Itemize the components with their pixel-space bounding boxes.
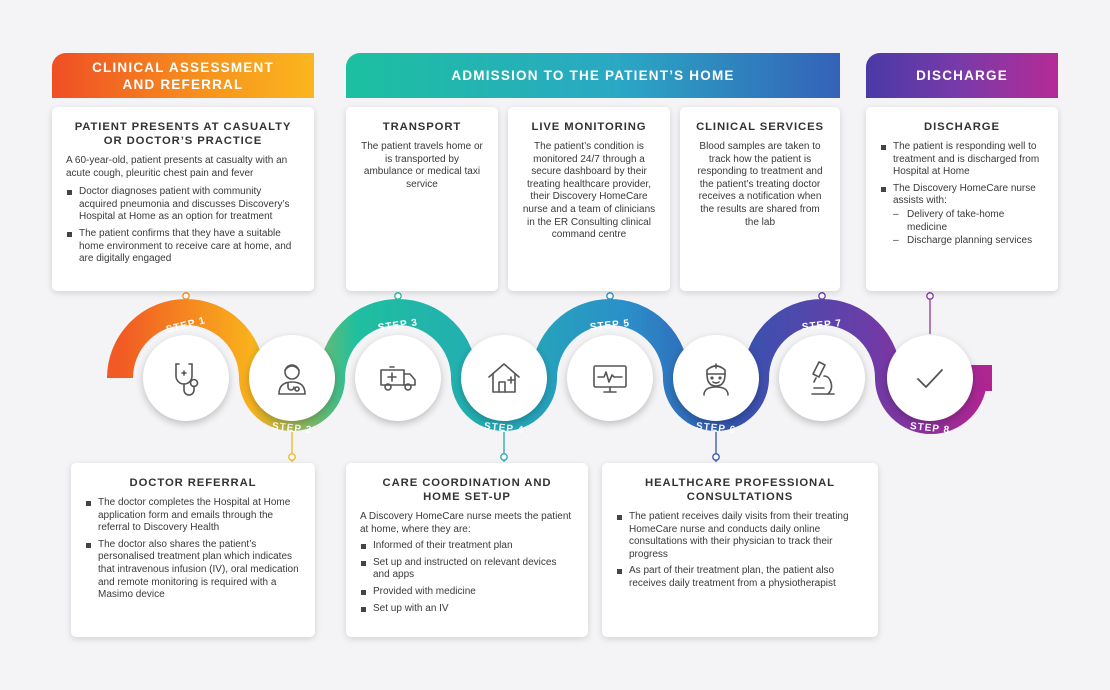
- connector-dot-4: [500, 453, 508, 461]
- card-title: CARE COORDINATION AND HOME SET-UP: [382, 477, 552, 503]
- card-discharge: DISCHARGE The patient is responding well…: [866, 107, 1058, 291]
- sub-list-item: Delivery of take-home medicine: [893, 209, 1044, 234]
- card-title: DOCTOR REFERRAL: [129, 477, 257, 489]
- card-transport: TRANSPORT The patient travels home or is…: [346, 107, 498, 291]
- card-clinical-services: CLINICAL SERVICES Blood samples are take…: [680, 107, 840, 291]
- card-body: The patient’s condition is monitored 24/…: [522, 141, 656, 241]
- card-title: PATIENT PRESENTS AT CASUALTY OR DOCTOR’S…: [74, 121, 292, 147]
- list-item: The doctor completes the Hospital at Hom…: [85, 497, 301, 535]
- microscope-icon: [811, 361, 835, 395]
- connector-dot-1: [182, 292, 190, 300]
- list-item: The doctor also shares the patient’s per…: [85, 539, 301, 602]
- card-body: The patient travels home or is transport…: [361, 141, 483, 190]
- step-8-circle: [887, 335, 973, 421]
- list-item: Set up with an IV: [360, 603, 574, 616]
- step-4-circle: [461, 335, 547, 421]
- list-item: The patient is responding well to treatm…: [880, 141, 1044, 179]
- connector-dot-6: [712, 453, 720, 461]
- connector-dot-3: [394, 292, 402, 300]
- card-healthcare-consultations: HEALTHCARE PROFESSIONAL CONSULTATIONS Th…: [602, 463, 878, 637]
- list-item: Informed of their treatment plan: [360, 540, 574, 553]
- step-6-circle: [673, 335, 759, 421]
- banner-clinical-assessment: CLINICAL ASSESSMENT AND REFERRAL: [52, 53, 314, 98]
- banner-admission: ADMISSION TO THE PATIENT’S HOME: [346, 53, 840, 98]
- list-item: Provided with medicine: [360, 586, 574, 599]
- monitor-icon: [593, 365, 627, 393]
- sub-list-item: Discharge planning services: [893, 235, 1044, 248]
- connector-dot-5: [606, 292, 614, 300]
- ambulance-icon: [380, 366, 416, 391]
- doctor-icon: [278, 364, 306, 395]
- step-7-circle: [779, 335, 865, 421]
- card-title: TRANSPORT: [382, 121, 462, 133]
- stethoscope-icon: [175, 363, 199, 396]
- step-3-circle: [355, 335, 441, 421]
- card-body: Blood samples are taken to track how the…: [697, 141, 823, 228]
- list-item: The patient receives daily visits from t…: [616, 511, 864, 561]
- list-item: The Discovery HomeCare nurse assists wit…: [880, 183, 1044, 248]
- card-intro: A Discovery HomeCare nurse meets the pat…: [360, 511, 572, 535]
- nurse-icon: [703, 363, 729, 396]
- connector-dot-8: [926, 292, 934, 300]
- list-item: Doctor diagnoses patient with community …: [66, 186, 300, 224]
- checkmark-icon: [917, 369, 943, 388]
- card-patient-presents: PATIENT PRESENTS AT CASUALTY OR DOCTOR’S…: [52, 107, 314, 291]
- card-title: DISCHARGE: [924, 121, 1000, 133]
- step-5-circle: [567, 335, 653, 421]
- card-doctor-referral: DOCTOR REFERRAL The doctor completes the…: [71, 463, 315, 637]
- step-2-circle: [249, 335, 335, 421]
- card-care-coordination: CARE COORDINATION AND HOME SET-UP A Disc…: [346, 463, 588, 637]
- card-live-monitoring: LIVE MONITORING The patient’s condition …: [508, 107, 670, 291]
- list-item: As part of their treatment plan, the pat…: [616, 565, 864, 590]
- banner-discharge: DISCHARGE: [866, 53, 1058, 98]
- connector-dot-2: [288, 453, 296, 461]
- connector-dot-7: [818, 292, 826, 300]
- card-title: CLINICAL SERVICES: [696, 121, 824, 133]
- card-title: LIVE MONITORING: [531, 121, 647, 133]
- card-title: HEALTHCARE PROFESSIONAL CONSULTATIONS: [645, 477, 835, 503]
- house-icon: [488, 363, 520, 393]
- step-1-circle: [143, 335, 229, 421]
- list-item: The patient confirms that they have a su…: [66, 228, 300, 266]
- list-item: Set up and instructed on relevant device…: [360, 557, 574, 582]
- card-intro: A 60-year-old, patient presents at casua…: [66, 155, 288, 179]
